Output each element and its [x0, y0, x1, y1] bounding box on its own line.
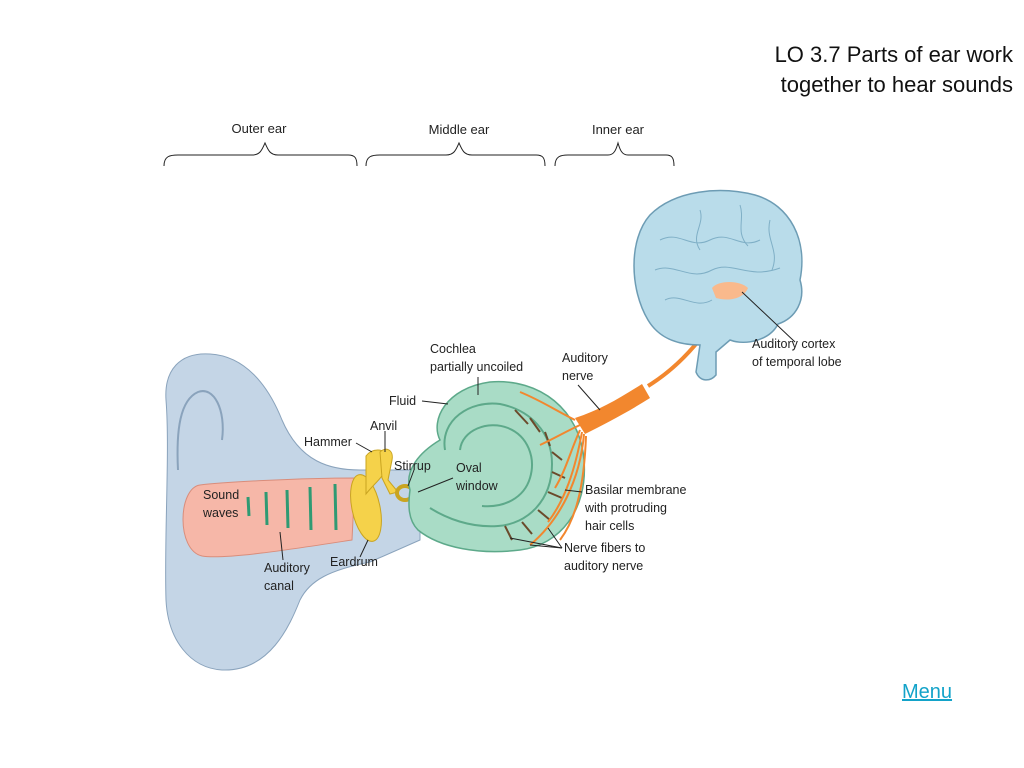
auditory-cortex — [712, 282, 748, 300]
slide-title-line-1: LO 3.7 Parts of ear work — [774, 42, 1013, 67]
pinna-fold — [176, 390, 224, 471]
basilar-membrane-label-2: with protruding — [584, 501, 667, 515]
auditory-cortex-label-2: of temporal lobe — [752, 355, 842, 369]
outer-ear — [165, 353, 421, 671]
inner-ear-brace — [554, 141, 675, 167]
basilar-membrane-label-1: Basilar membrane — [585, 483, 686, 497]
auditory-canal-label-1: Auditory — [264, 561, 311, 575]
eardrum-label: Eardrum — [330, 555, 378, 569]
outer-ear-brace — [163, 141, 358, 167]
cochlea-core — [459, 424, 533, 508]
oval-window-label-1: Oval — [456, 461, 482, 475]
slide-title: LO 3.7 Parts of ear work together to hea… — [633, 40, 1013, 100]
auditory-nerve-label-2: nerve — [562, 369, 593, 383]
cochlea — [408, 380, 586, 553]
menu-link[interactable]: Menu — [902, 681, 953, 703]
brain — [633, 189, 803, 381]
cochlea-inner-spiral — [429, 402, 554, 528]
hammer-label: Hammer — [304, 435, 352, 449]
auditory-canal — [182, 477, 356, 558]
nerve-fibers-label-1: Nerve fibers to — [564, 541, 645, 555]
stirrup-label: Stirrup — [394, 459, 431, 473]
slide-title-line-2: together to hear sounds — [780, 72, 1013, 97]
leader-lines — [279, 291, 796, 561]
section-braces: Outer ear Middle ear Inner ear — [163, 121, 675, 167]
fluid-label: Fluid — [389, 394, 416, 408]
oval-window-label-2: window — [455, 479, 499, 493]
auditory-canal-label-2: canal — [264, 579, 294, 593]
nerve-fibers-label-2: auditory nerve — [564, 559, 643, 573]
sound-waves-label-1: Sound — [203, 488, 239, 502]
middle-ear-brace — [365, 141, 546, 167]
sound-wave-lines — [246, 483, 338, 531]
auditory-nerve — [575, 384, 650, 434]
middle-ear-label: Middle ear — [429, 122, 490, 137]
basilar-membrane-label-3: hair cells — [585, 519, 634, 533]
auditory-nerve-label-1: Auditory — [562, 351, 609, 365]
outer-ear-label: Outer ear — [232, 121, 288, 136]
cochlea-label-1: Cochlea — [430, 342, 476, 356]
sound-waves-label-2: waves — [202, 506, 238, 520]
inner-ear-label: Inner ear — [592, 122, 645, 137]
diagram-labels: Cochlea partially uncoiled Auditory nerv… — [202, 337, 842, 593]
anvil-label: Anvil — [370, 419, 397, 433]
cochlea-label-2: partially uncoiled — [430, 360, 523, 374]
nerve-fibers — [519, 391, 587, 546]
brain-folds — [654, 204, 781, 304]
eardrum — [350, 474, 382, 542]
auditory-cortex-label-1: Auditory cortex — [752, 337, 836, 351]
anvil — [379, 448, 399, 495]
